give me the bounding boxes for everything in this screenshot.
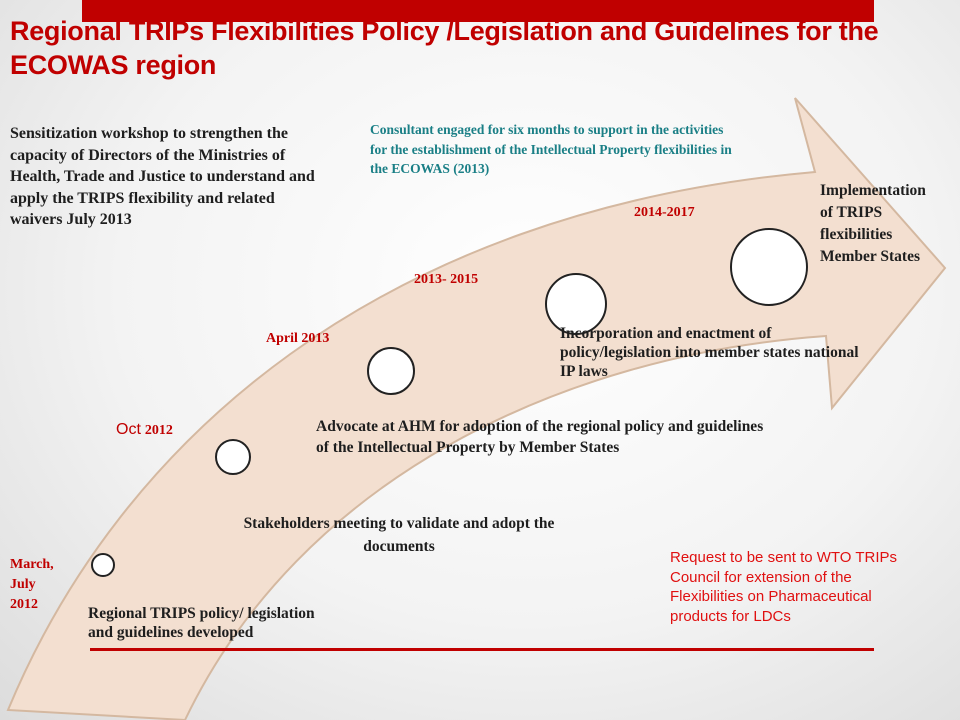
milestone-circle-3 xyxy=(367,347,415,395)
wto-request-note: Request to be sent to WTO TRIPs Council … xyxy=(670,549,898,625)
milestone-4-description: Incorporation and enactment of policy/le… xyxy=(560,325,859,380)
page-title: Regional TRIPs Flexibilities Policy /Leg… xyxy=(10,16,879,80)
milestone-circle-4 xyxy=(545,273,607,335)
milestone-2-description: Stakeholders meeting to validate and ado… xyxy=(243,515,555,555)
milestone-2-date: Oct 2012 xyxy=(116,421,173,439)
milestone-1-description: Regional TRIPS policy/ legislation and g… xyxy=(88,605,315,641)
consultant-note: Consultant engaged for six months to sup… xyxy=(370,122,732,176)
bottom-accent-line xyxy=(90,648,874,651)
milestone-1-date: March, July 2012 xyxy=(10,557,54,612)
milestone-3-description: Advocate at AHM for adoption of the regi… xyxy=(316,418,764,456)
milestone-3-date: April 2013 xyxy=(266,331,330,346)
workshop-note: Sensitization workshop to strengthen the… xyxy=(10,125,315,228)
milestone-5-date: 2014-2017 xyxy=(634,205,695,220)
milestone-2-date-year: 2012 xyxy=(144,423,173,438)
milestone-circle-5 xyxy=(730,228,808,306)
milestone-circle-1 xyxy=(91,553,115,577)
top-accent-bar xyxy=(82,0,874,22)
milestone-4-date: 2013- 2015 xyxy=(414,272,479,287)
milestone-5-description: Implementation of TRIPS flexibilities Me… xyxy=(820,182,926,265)
milestone-2-date-month: Oct xyxy=(116,421,141,438)
milestone-circle-2 xyxy=(215,439,251,475)
curved-arrow xyxy=(6,97,947,720)
